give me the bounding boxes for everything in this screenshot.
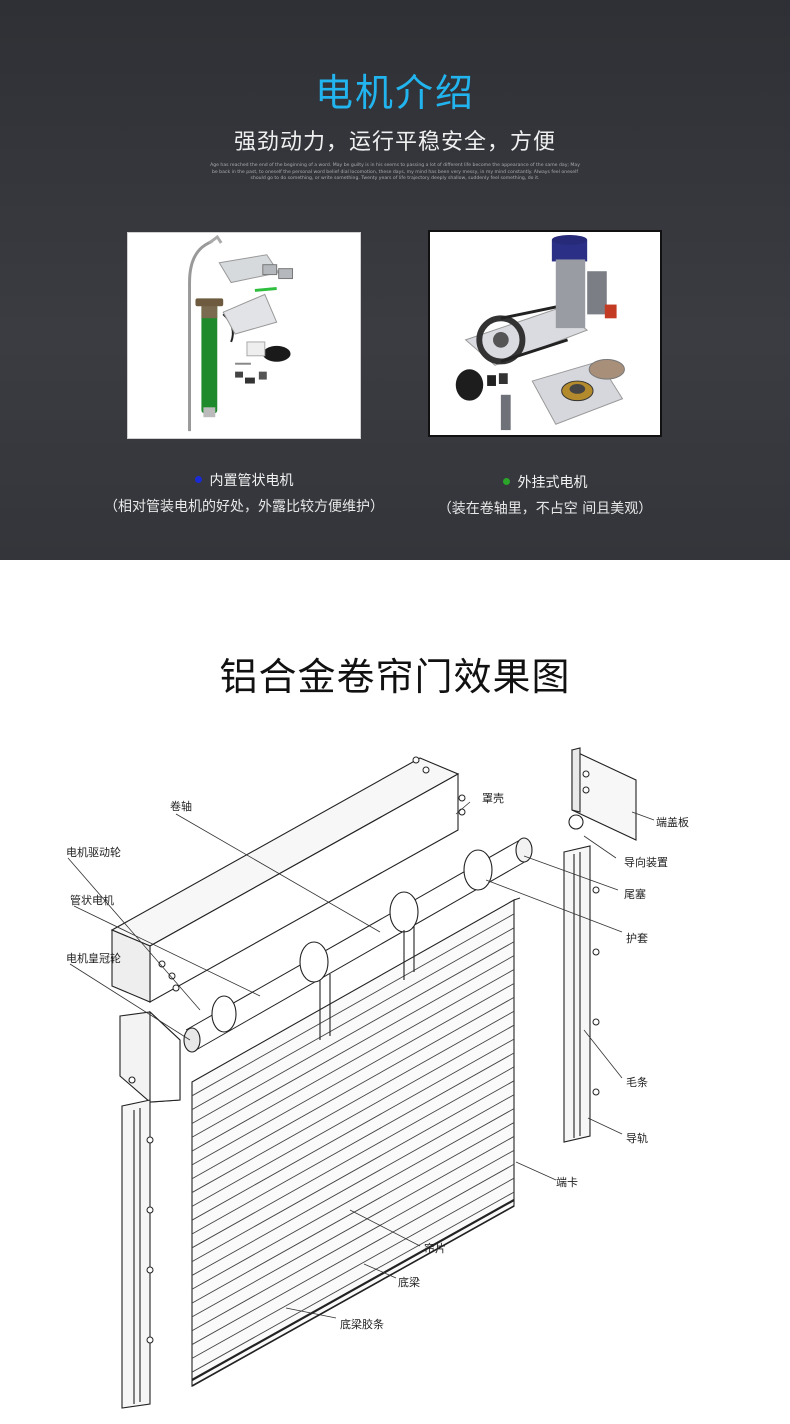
curtain-slat-line bbox=[191, 1010, 515, 1193]
label-motor-drive-wheel: 电机驱动轮 bbox=[66, 845, 121, 859]
curtain-slat-line bbox=[191, 996, 515, 1180]
label-end-clip: 端卡 bbox=[556, 1176, 578, 1189]
curtain-slat-line bbox=[191, 1038, 515, 1221]
curtain-slat-line bbox=[191, 1149, 515, 1332]
curtain-slat-line bbox=[191, 1163, 515, 1345]
product-2-note: （装在卷轴里，不占空 间且美观） bbox=[437, 501, 653, 517]
bolt-icon bbox=[582, 786, 590, 794]
bolt-icon bbox=[146, 1266, 154, 1274]
curtain-slat-line bbox=[191, 955, 515, 1138]
curtain-slat-line bbox=[191, 941, 515, 1124]
bolt-icon bbox=[146, 1336, 154, 1344]
bolt-icon bbox=[582, 770, 590, 778]
bolt-icon bbox=[458, 808, 466, 816]
bolt-icon bbox=[592, 948, 600, 956]
green-dot-icon bbox=[502, 478, 510, 485]
curtain-slat-line bbox=[191, 1122, 515, 1304]
label-hood: 罩壳 bbox=[482, 791, 504, 805]
bolt-icon bbox=[168, 972, 176, 980]
curtain-slat-line bbox=[191, 1052, 515, 1235]
bolt-icon bbox=[158, 960, 166, 968]
curtain-slat-line bbox=[191, 1136, 515, 1318]
product-1-note: （相对管装电机的好处，外露比较方便维护） bbox=[104, 499, 384, 515]
product-2-caption: 外挂式电机 bbox=[428, 472, 662, 492]
curtain-slat-line bbox=[191, 1108, 515, 1290]
label-tubular-motor: 管状电机 bbox=[70, 893, 114, 907]
blue-dot-icon bbox=[194, 476, 202, 483]
bolt-icon bbox=[146, 1136, 154, 1144]
curtain-slat-line bbox=[191, 1080, 515, 1263]
label-sleeve: 护套 bbox=[626, 931, 648, 945]
section-title: 电机介绍 bbox=[314, 71, 475, 115]
section-subtitle: 强劲动力，运行平稳安全，方便 bbox=[233, 130, 556, 155]
bolt-icon bbox=[422, 766, 430, 774]
bolt-icon bbox=[412, 756, 420, 764]
curtain-slat-line bbox=[191, 983, 515, 1166]
curtain-slat-line bbox=[191, 1191, 515, 1373]
label-tail-plug: 尾塞 bbox=[624, 887, 646, 901]
tubular-motor-photo bbox=[127, 232, 361, 439]
label-curtain-slat: 帘片 bbox=[424, 1241, 446, 1255]
curtain-slat-line bbox=[191, 969, 515, 1152]
curtain-slat-line bbox=[191, 913, 515, 1097]
curtain-slat-line bbox=[191, 1024, 515, 1207]
label-bottom-beam: 底梁 bbox=[398, 1275, 420, 1289]
label-reel-shaft: 卷轴 bbox=[170, 799, 192, 813]
label-guide-device: 导向装置 bbox=[624, 855, 668, 869]
curtain-slat-line bbox=[191, 1177, 515, 1359]
curtain-slat-line bbox=[191, 1066, 515, 1249]
bolt-icon bbox=[592, 1088, 600, 1096]
bolt-icon bbox=[592, 886, 600, 894]
label-motor-crown-wheel: 电机皇冠轮 bbox=[66, 951, 121, 965]
label-end-cover: 端盖板 bbox=[656, 815, 689, 829]
diagram-title: 铝合金卷帘门效果图 bbox=[219, 655, 571, 699]
bolt-icon bbox=[592, 1018, 600, 1026]
bolt-icon bbox=[146, 1206, 154, 1214]
curtain-slat-line bbox=[191, 927, 515, 1111]
fine-print-text: Age has reached the end of the beginning… bbox=[210, 163, 580, 181]
rolling-door-exploded-diagram: 卷轴 罩壳 端盖板 电机驱动轮 导向装置 管状电机 尾塞 电机皇冠轮 护套 毛条… bbox=[66, 747, 689, 1409]
label-bottom-rubber: 底梁胶条 bbox=[340, 1317, 384, 1331]
label-brush-strip: 毛条 bbox=[626, 1075, 648, 1089]
bolt-icon bbox=[458, 794, 466, 802]
curtain-slat-line bbox=[191, 1094, 515, 1276]
external-motor-photo bbox=[428, 230, 662, 437]
motor-intro-section: 电机介绍 强劲动力，运行平稳安全，方便 Age has reached the … bbox=[0, 0, 790, 560]
label-guide-rail: 导轨 bbox=[626, 1131, 648, 1145]
product-1-caption: 内置管状电机 bbox=[127, 470, 361, 490]
bolt-icon bbox=[172, 984, 180, 992]
